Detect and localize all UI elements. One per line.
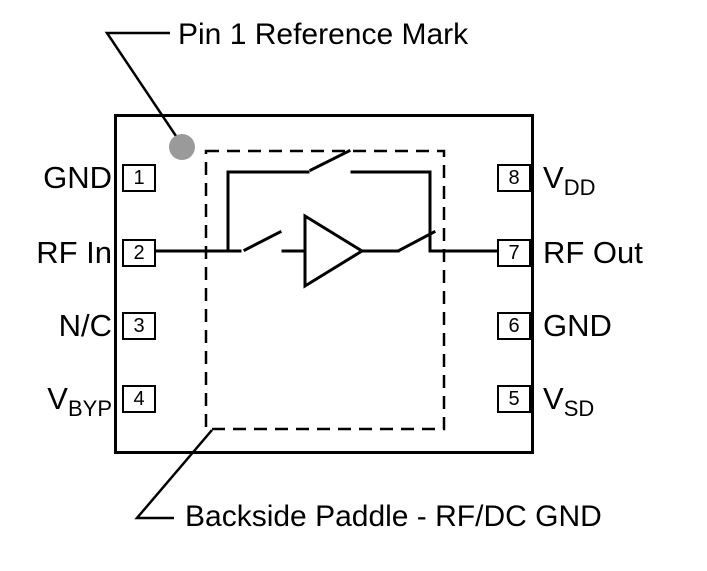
pin-box-4: 4: [122, 385, 156, 413]
pin8-label-text: V: [543, 160, 564, 195]
pin6-label-text: GND: [543, 308, 612, 343]
pin5-label: VSD: [543, 381, 594, 427]
pin-number-8: 8: [508, 166, 520, 189]
output-switch-blade: [397, 229, 437, 253]
pin8-label-sub: DD: [563, 175, 596, 200]
pin-box-6: 6: [497, 312, 531, 340]
pin7-label: RF Out: [543, 235, 643, 281]
pin1-callout-line: [104, 31, 182, 143]
pin5-label-sub: SD: [563, 396, 595, 421]
pin8-label: VDD: [543, 160, 595, 206]
pin-box-5: 5: [497, 385, 531, 413]
pin2-label-text: RF In: [36, 235, 112, 270]
pin-box-3: 3: [122, 312, 156, 340]
pin7-label-text: RF Out: [543, 235, 643, 270]
pin-number-1: 1: [133, 166, 145, 189]
pin1-reference-mark-dot: [169, 134, 195, 160]
pin-number-7: 7: [508, 241, 520, 264]
pin-number-4: 4: [133, 387, 145, 410]
pin4-label-text: V: [47, 381, 68, 416]
pin-box-8: 8: [497, 164, 531, 192]
backside-paddle-label: Backside Paddle - RF/DC GND: [185, 500, 602, 533]
pin-box-1: 1: [122, 164, 156, 192]
bypass-wire-right: [350, 170, 432, 253]
pin4-label-sub: BYP: [67, 396, 112, 421]
input-switch-blade: [242, 229, 283, 253]
pin-number-2: 2: [133, 241, 145, 264]
pin1-label: GND: [43, 160, 112, 206]
bypass-wire-left: [226, 170, 310, 253]
pin1-label-text: GND: [43, 160, 112, 195]
pin6-label: GND: [543, 308, 612, 354]
amplifier-triangle: [303, 213, 365, 289]
pin-number-3: 3: [133, 314, 145, 337]
pin-box-7: 7: [497, 239, 531, 267]
backside-paddle-outline: [204, 149, 446, 431]
pin3-label: N/C: [59, 308, 112, 354]
pin-number-5: 5: [508, 387, 520, 410]
pin4-label: VBYP: [47, 381, 112, 427]
pin-box-2: 2: [122, 239, 156, 267]
ic-package-outline: [114, 114, 534, 454]
pin1-reference-label: Pin 1 Reference Mark: [178, 18, 469, 51]
pin2-label: RF In: [36, 235, 112, 281]
pin5-label-text: V: [543, 381, 564, 416]
bypass-switch-blade: [308, 148, 352, 173]
paddle-callout-line: [134, 429, 213, 520]
pin-number-6: 6: [508, 314, 520, 337]
pin3-label-text: N/C: [58, 308, 112, 343]
